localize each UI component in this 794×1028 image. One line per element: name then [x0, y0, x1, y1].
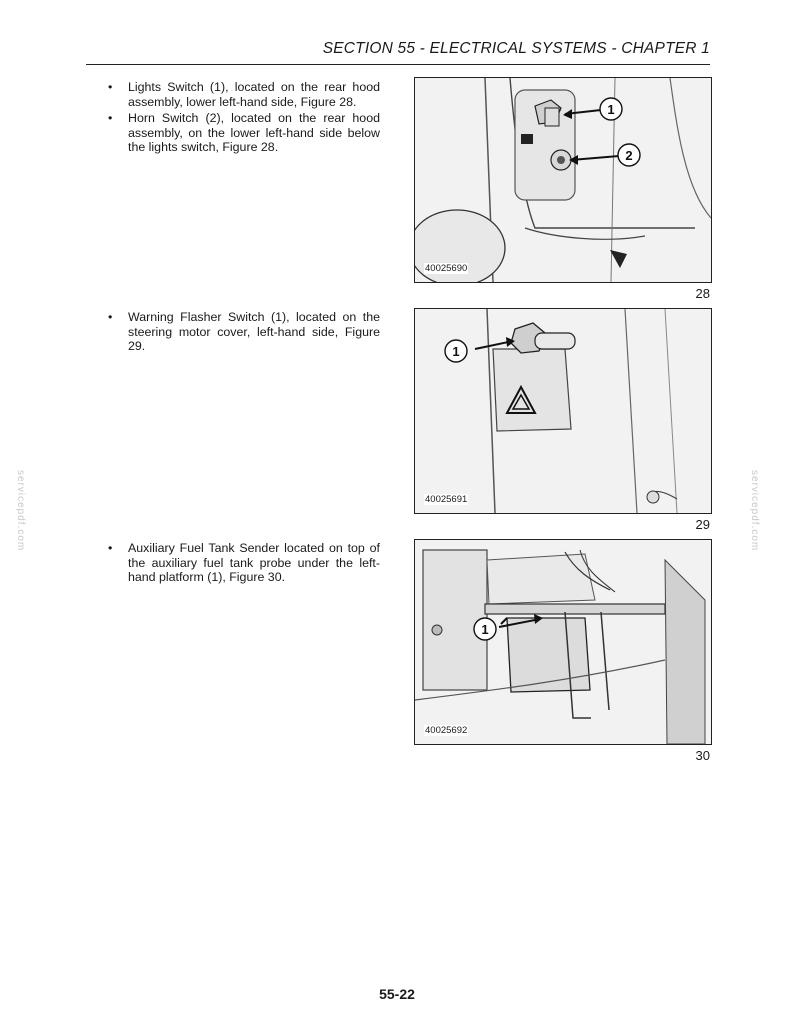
- bullet-item: • Horn Switch (2), located on the rear h…: [108, 111, 380, 155]
- bullet-text: Auxiliary Fuel Tank Sender located on to…: [128, 541, 380, 585]
- figure-30-image: 1 40025692: [414, 539, 712, 745]
- callout-label: 1: [452, 344, 459, 359]
- bullet-list-1: • Lights Switch (1), located on the rear…: [108, 80, 380, 157]
- figure-code: 40025692: [424, 725, 469, 736]
- bullet-item: • Auxiliary Fuel Tank Sender located on …: [108, 541, 380, 585]
- watermark-right: servicepdf.com: [749, 470, 760, 552]
- figure-number: 28: [695, 286, 710, 301]
- bullet-dot: •: [108, 541, 113, 555]
- lights-horn-switch-illustration: 1 2: [415, 78, 711, 282]
- bullet-list-2: • Warning Flasher Switch (1), located on…: [108, 310, 380, 356]
- bullet-list-3: • Auxiliary Fuel Tank Sender located on …: [108, 541, 380, 587]
- figure-number: 29: [695, 517, 710, 532]
- figure-29-image: 1 40025691: [414, 308, 712, 514]
- watermark-left: servicepdf.com: [15, 470, 26, 552]
- bullet-dot: •: [108, 111, 113, 126]
- warning-flasher-switch-illustration: 1: [415, 309, 711, 513]
- page-number: 55-22: [379, 986, 415, 1002]
- figure-number: 30: [695, 748, 710, 763]
- bullet-item: • Warning Flasher Switch (1), located on…: [108, 310, 380, 354]
- auxiliary-fuel-tank-illustration: 1: [415, 540, 711, 744]
- bullet-dot: •: [108, 80, 113, 94]
- bullet-text: Horn Switch (2), located on the rear hoo…: [128, 111, 380, 155]
- figure-code: 40025691: [424, 494, 469, 505]
- figure-28-image: 1 2 40025690: [414, 77, 712, 283]
- section-header: SECTION 55 - ELECTRICAL SYSTEMS - CHAPTE…: [322, 40, 710, 57]
- bullet-text: Warning Flasher Switch (1), located on t…: [128, 310, 380, 354]
- header-rule: [86, 64, 710, 65]
- callout-label: 1: [481, 622, 488, 637]
- figure-code: 40025690: [424, 263, 469, 274]
- bullet-item: • Lights Switch (1), located on the rear…: [108, 80, 380, 109]
- bullet-text: Lights Switch (1), located on the rear h…: [128, 80, 380, 109]
- callout-label: 1: [607, 102, 614, 117]
- bullet-dot: •: [108, 310, 113, 324]
- callout-label: 2: [625, 148, 632, 163]
